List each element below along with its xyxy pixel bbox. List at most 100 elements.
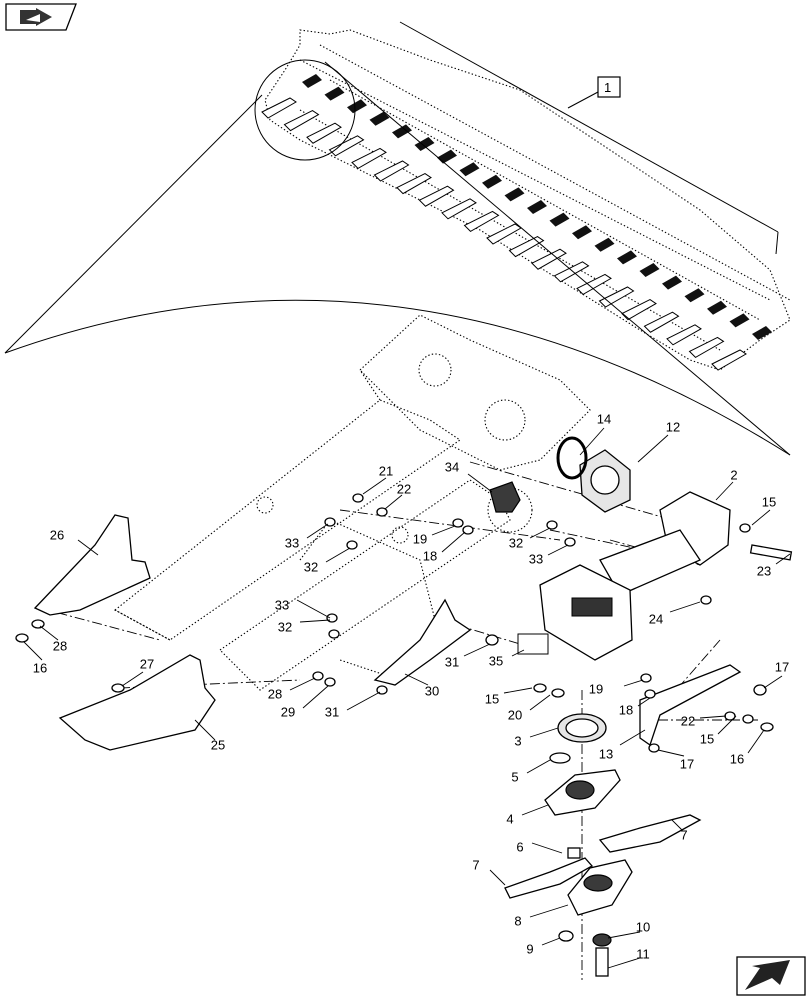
callout-label-12: 12 [666,419,680,434]
callout-label-27: 27 [140,656,154,671]
fasteners [15,493,793,977]
divider-tooth [418,185,455,207]
divider-drive-unit [437,149,457,164]
divider-tooth [441,198,477,220]
callout-label-28: 28 [53,638,67,653]
blade-hub-8 [567,859,633,916]
divider-drive-unit [504,187,525,202]
callout-leader-line [669,601,701,613]
callout-label-1: 1 [604,80,611,95]
callout-leader-line [623,679,644,687]
callout-leader-line [657,749,685,757]
bolt-5 [549,752,571,764]
divider-tooth [643,311,680,333]
callout-label-31: 31 [445,654,459,669]
callout-label-2: 2 [730,467,737,482]
callout-label-29: 29 [281,704,295,719]
callout-leader-line [431,525,456,536]
divider-tooth [531,248,567,270]
divider-drive-unit [639,263,660,277]
callout-label-22: 22 [681,713,695,728]
callout-leader-line [637,697,651,707]
callout-leader-line [289,677,316,691]
knife-blade-7b [504,857,594,899]
divider-tooth [373,160,410,182]
callout-leader-line [529,904,569,918]
callout-leader-line [325,547,351,563]
callout-label-8: 8 [514,913,521,928]
callout-leader-line [362,477,387,495]
divider-tooth [463,210,500,233]
callout-label-19: 19 [413,531,427,546]
divider-drive-unit [527,200,547,214]
shield-bracket-25 [58,654,216,751]
callout-label-17: 17 [680,756,694,771]
callout-leader-line [607,931,641,939]
divider-tooth [688,336,725,359]
callout-leader-line [547,544,569,556]
callout-leader-line [579,427,605,456]
callout-leader-line [296,599,331,619]
divider-drive-unit [324,86,345,101]
callout-leader-line [511,649,525,657]
divider-tooth [508,236,545,258]
callout-label-21: 21 [379,463,393,478]
callout-assembly: 1 [567,76,621,109]
callout-leader-line [619,729,646,746]
callout-leader-line [521,804,549,816]
divider-tooth [328,135,365,157]
callout-label-16: 16 [730,751,744,766]
divider-drive-unit [752,326,772,340]
callout-leader-line [607,957,641,969]
divider-drive-unit [459,162,480,177]
divider-drive-unit [482,174,502,189]
callout-leader-line [404,673,429,686]
divider-drive-unit [347,99,367,114]
knife-blade-7a [598,814,702,853]
callout-leader-line [121,671,144,687]
callout-label-5: 5 [511,769,518,784]
callout-label-18: 18 [423,548,437,563]
book-arrow-icon[interactable] [5,3,77,31]
callout-label-31: 31 [325,704,339,719]
callout-leader-line [463,643,491,657]
callout-labels: 2345677891011121314151515161617171818191… [23,411,791,969]
callout-leader-line [441,531,466,553]
callout-label-9: 9 [526,941,533,956]
callout-leader-line [39,625,59,641]
o-ring-14 [556,436,588,480]
callout-label-4: 4 [506,811,513,826]
callout-label-15: 15 [762,494,776,509]
callout-leader-line [529,527,551,539]
callout-leader-line [306,523,329,539]
callout-label-20: 20 [508,707,522,722]
divider-drive-unit [684,288,705,303]
header-overview [254,21,791,371]
callout-label-15: 15 [485,691,499,706]
divider-tooth [396,173,432,195]
callout-leader-line [751,509,771,526]
callout-leader-line [529,727,559,738]
callout-leader-line [77,539,99,556]
callout-leader-line [489,869,506,886]
shield-bracket-26 [33,514,151,616]
callout-label-13: 13 [599,746,613,761]
callout-leader-line [671,819,683,831]
callout-leader-line [763,675,783,689]
divider-drive-unit [707,300,727,315]
next-page-arrow-icon[interactable] [736,956,806,996]
callout-label-33: 33 [529,551,543,566]
callout-label-30: 30 [425,683,439,698]
divider-tooth [598,286,635,308]
callout-leader-line [467,473,493,493]
callout-label-25: 25 [211,737,225,752]
divider-tooth [283,110,320,132]
callout-leader-line [529,694,551,711]
callout-label-22: 22 [397,481,411,496]
callout-leader-line [541,937,561,946]
callout-label-33: 33 [285,535,299,550]
divider-drive-unit [729,313,750,328]
callout-label-15: 15 [700,731,714,746]
callout-leader-line [299,619,331,623]
divider-drive-unit [302,74,322,88]
